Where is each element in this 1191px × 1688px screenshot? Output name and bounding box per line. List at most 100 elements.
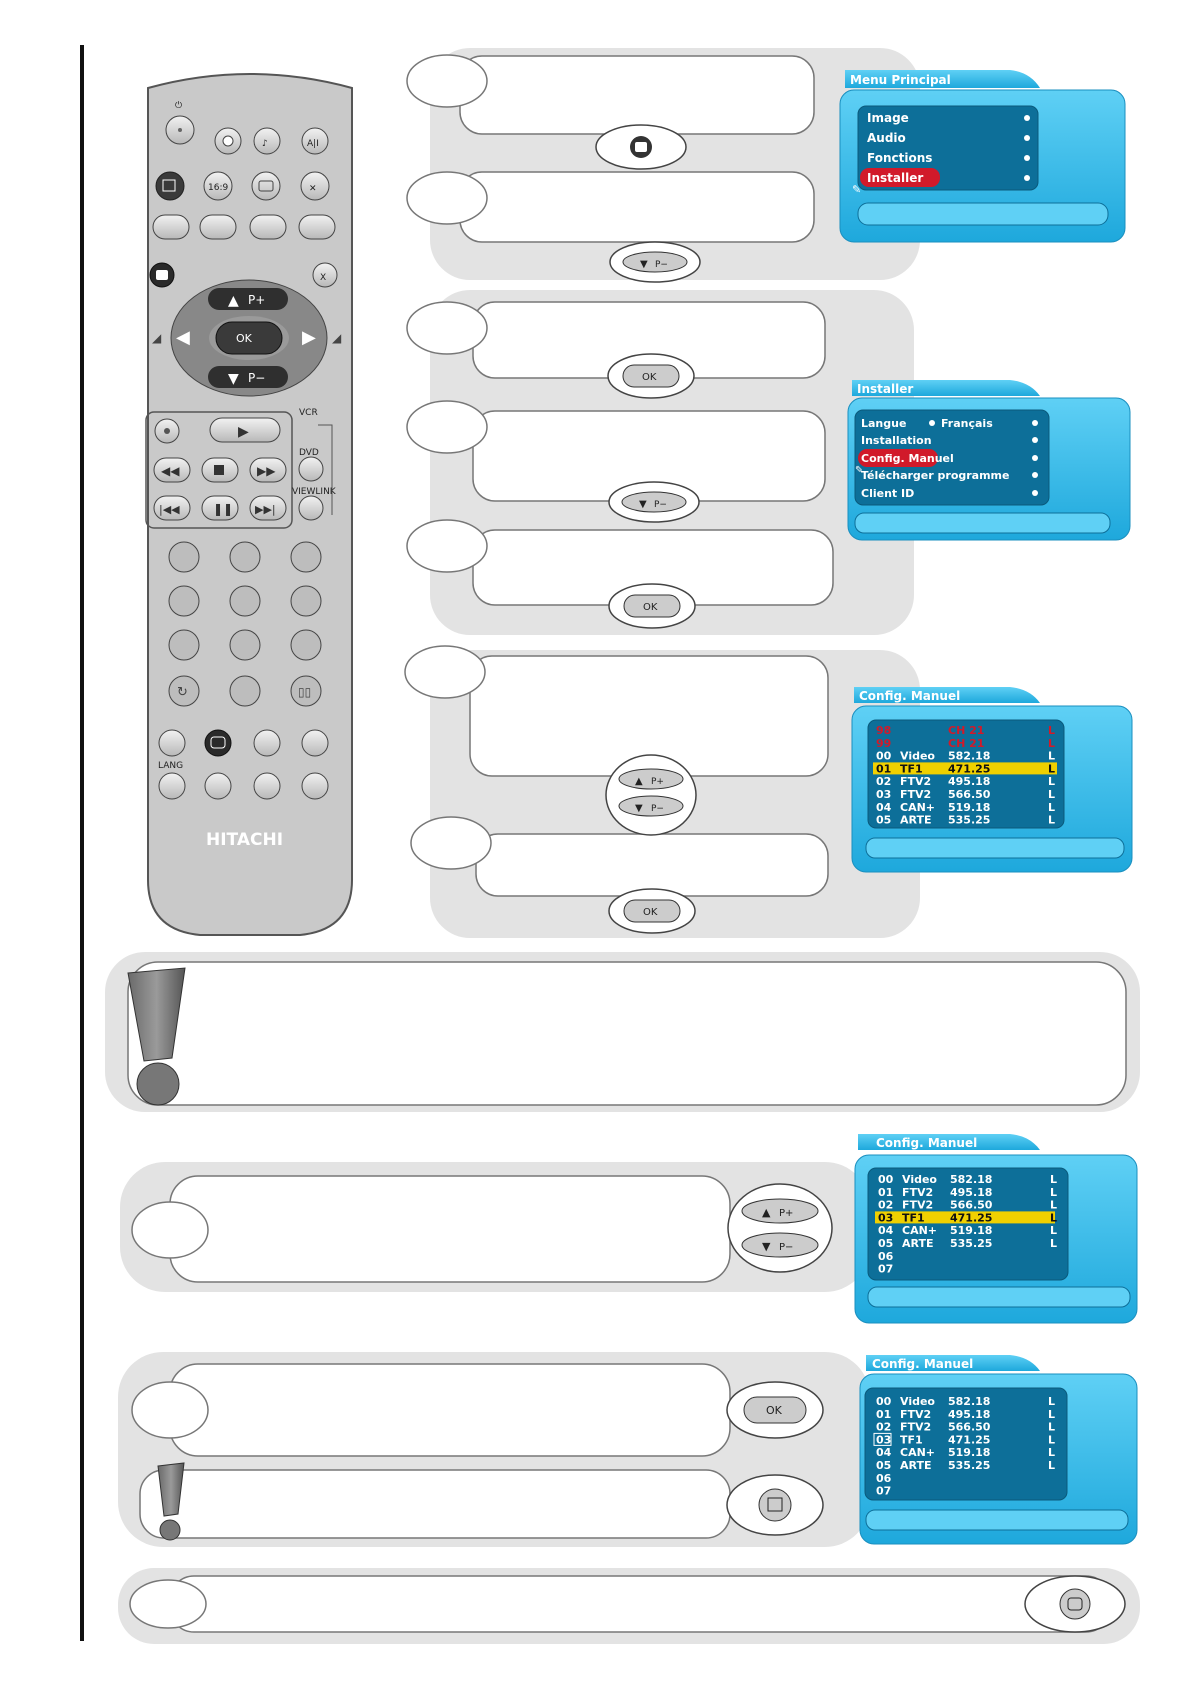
svg-text:OK: OK [766, 1404, 783, 1417]
svg-text:Installation: Installation [861, 434, 932, 447]
channel-frequency: 519.18 [948, 1446, 990, 1459]
svg-text:▶: ▶ [302, 327, 316, 348]
svg-text:X: X [320, 273, 326, 283]
step-confirm-move: OK [118, 1352, 870, 1547]
channel-name: Video [902, 1173, 937, 1186]
svg-text:▼: ▼ [640, 259, 648, 270]
osd-item[interactable]: Image [867, 111, 1030, 125]
svg-text:Français: Français [941, 417, 993, 430]
function-buttons[interactable] [158, 729, 329, 800]
channel-flag: L [1048, 1395, 1055, 1408]
svg-text:|◀◀: |◀◀ [159, 503, 180, 516]
osd-item[interactable]: Fonctions [867, 151, 1030, 165]
channel-frequency: 495.18 [948, 775, 990, 788]
p-plus-minus-keys[interactable]: ▲P+ ▼P− [605, 754, 697, 836]
svg-text:❚❚: ❚❚ [213, 502, 233, 516]
osd-item[interactable]: Audio [867, 131, 1030, 145]
vcr-controls[interactable]: ▶ ◀◀ ▶▶ |◀◀ ❚❚ ▶▶| [145, 411, 293, 529]
svg-text:▼: ▼ [762, 1240, 771, 1253]
svg-text:Installer: Installer [857, 382, 913, 396]
sound-button[interactable]: ♪ [253, 127, 281, 155]
osd-item-selected[interactable]: Config. Manuel ✎ [855, 449, 1038, 476]
p-minus-key[interactable]: ▼P− [609, 241, 701, 283]
channel-row[interactable]: 06 [876, 1472, 892, 1485]
menu-button[interactable] [149, 262, 175, 288]
av-input-button[interactable] [155, 171, 185, 201]
svg-text:Client ID: Client ID [861, 487, 914, 500]
svg-text:◢: ◢ [152, 331, 162, 345]
exit-button[interactable]: X [312, 262, 338, 288]
svg-text:▲: ▲ [762, 1206, 771, 1219]
source-select-buttons[interactable] [298, 424, 333, 521]
steps-group-2: OK ▼P− OK [406, 290, 914, 635]
power-button[interactable]: ⏻ [165, 100, 195, 145]
p-plus-minus-keys[interactable]: ▲P+ ▼P− [727, 1183, 833, 1273]
channel-row[interactable]: 06 [878, 1250, 894, 1263]
ratio-button[interactable]: 16:9 [203, 171, 233, 201]
channel-frequency: 471.25 [950, 1211, 992, 1224]
mute-button[interactable]: ✕ [300, 171, 330, 201]
channel-name: CAN+ [900, 801, 935, 814]
steps-group-3: ▲P+ ▼P− OK [404, 645, 920, 938]
remote-brand: HITACHI [206, 830, 283, 850]
number-keypad[interactable]: ↻ ▯▯ [168, 541, 322, 707]
osd-item[interactable]: Installation [861, 434, 1038, 447]
channel-name: FTV2 [902, 1199, 933, 1212]
osd-item[interactable]: Télécharger programme [861, 469, 1038, 482]
ok-key[interactable]: OK [608, 583, 696, 629]
picture-button[interactable] [214, 127, 242, 155]
svg-text:P−: P− [654, 500, 667, 510]
channel-name: TF1 [900, 762, 923, 775]
channel-row[interactable]: 07 [878, 1263, 893, 1276]
osd-item[interactable]: Client ID [861, 487, 1038, 500]
svg-text:▲: ▲ [635, 776, 643, 787]
ok-key[interactable]: OK [607, 353, 695, 399]
teletext-button[interactable] [251, 171, 281, 201]
ad-button[interactable]: A|I [301, 127, 329, 155]
channel-row[interactable]: 07 [876, 1485, 891, 1498]
channel-number: 06 [876, 1472, 892, 1485]
ok-key[interactable]: OK [726, 1381, 824, 1439]
color-buttons[interactable] [152, 214, 336, 240]
channel-frequency: 535.25 [948, 814, 990, 827]
navigation-pad[interactable]: ▲ P+ ▼ P− ◀ ▶ OK [170, 279, 328, 397]
p-minus-key[interactable]: ▼P− [608, 481, 700, 523]
svg-text:✕: ✕ [309, 184, 317, 194]
ok-key[interactable]: OK [608, 888, 696, 934]
step-select-channel: ▲P+ ▼P− [120, 1162, 870, 1292]
osd-item-selected[interactable]: Installer ✎ [852, 168, 1030, 196]
menu-key[interactable] [1024, 1575, 1126, 1633]
channel-flag: L [1048, 1421, 1055, 1434]
av-input-key[interactable] [726, 1474, 824, 1536]
svg-text:OK: OK [643, 907, 658, 918]
channel-frequency: 519.18 [950, 1224, 992, 1237]
menu-key[interactable] [595, 124, 687, 170]
channel-flag: L [1048, 724, 1055, 737]
channel-number: 05 [878, 1237, 893, 1250]
svg-text:Config. Manuel: Config. Manuel [872, 1357, 973, 1371]
step-badge [406, 301, 488, 355]
